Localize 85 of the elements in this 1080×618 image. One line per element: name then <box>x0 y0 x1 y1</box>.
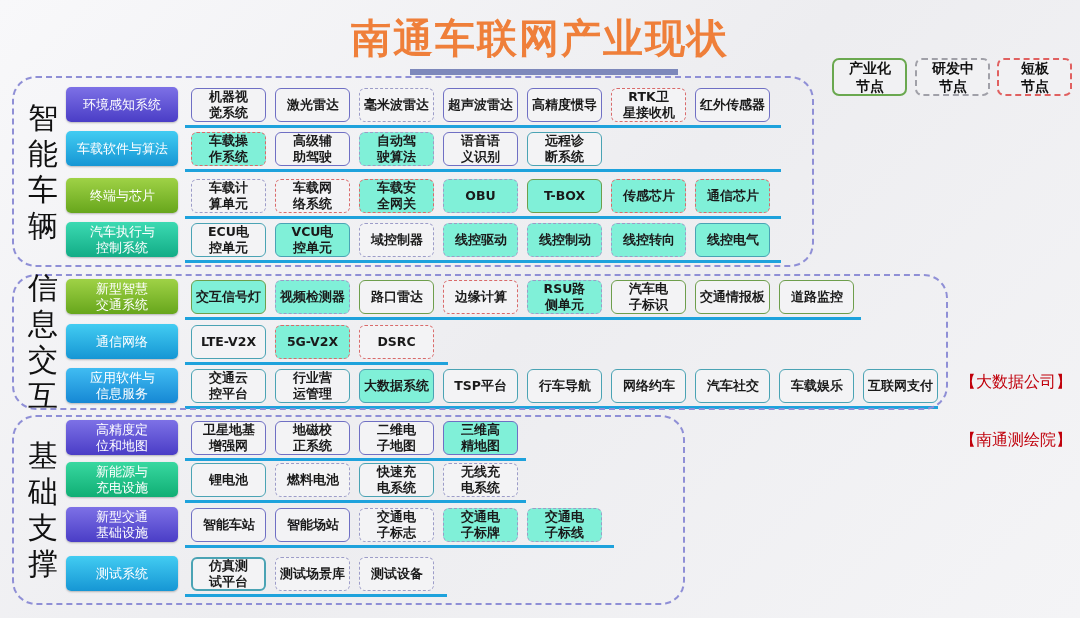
tech-node-box: 互联网支付 <box>863 369 938 403</box>
tech-node-box: TSP平台 <box>443 369 518 403</box>
tech-node-box: 交通情报板 <box>695 280 770 314</box>
tech-node-box: 无线充电系统 <box>443 463 518 497</box>
tech-node-box: 二维电子地图 <box>359 421 434 455</box>
tech-node-box: 5G-V2X <box>275 325 350 359</box>
tech-node-box: 线控转向 <box>611 223 686 257</box>
dashed-group-frame <box>12 415 685 605</box>
tech-node-box: 汽车社交 <box>695 369 770 403</box>
tech-node-box: 超声波雷达 <box>443 88 518 122</box>
group-heading: 信息交互 <box>28 270 58 414</box>
tech-node-box: 远程诊断系统 <box>527 132 602 166</box>
tech-node-box: 交互信号灯 <box>191 280 266 314</box>
tech-node-box: 传感芯片 <box>611 179 686 213</box>
tech-node-box: 卫星地基增强网 <box>191 421 266 455</box>
tech-node-box: 机器视觉系统 <box>191 88 266 122</box>
tech-node-box: 快速充电系统 <box>359 463 434 497</box>
tech-node-box: 燃料电池 <box>275 463 350 497</box>
tech-node-box: 行车导航 <box>527 369 602 403</box>
tech-node-box: 行业营运管理 <box>275 369 350 403</box>
tech-node-box: 测试场景库 <box>275 557 350 591</box>
category-bar: 通信网络 <box>66 324 178 359</box>
tech-node-box: 车载网络系统 <box>275 179 350 213</box>
tech-node-box: 道路监控 <box>779 280 854 314</box>
tech-node-box: 激光雷达 <box>275 88 350 122</box>
tech-node-box: RSU路侧单元 <box>527 280 602 314</box>
tech-node-box: 交通电子标线 <box>527 508 602 542</box>
tech-node-box: 测试设备 <box>359 557 434 591</box>
tech-node-box: 锂电池 <box>191 463 266 497</box>
tech-node-box: 交通电子标牌 <box>443 508 518 542</box>
tech-node-box: 汽车电子标识 <box>611 280 686 314</box>
tech-node-box: 三维高精地图 <box>443 421 518 455</box>
category-bar: 终端与芯片 <box>66 178 178 213</box>
category-bar: 新型交通基础设施 <box>66 507 178 542</box>
category-bar: 测试系统 <box>66 556 178 591</box>
group-heading: 智能车辆 <box>28 99 58 244</box>
legend-key-box: 研发中节点 <box>915 58 990 96</box>
tech-node-box: RTK卫星接收机 <box>611 88 686 122</box>
category-bar: 高精度定位和地图 <box>66 420 178 455</box>
dashed-group-frame <box>12 274 948 410</box>
legend-key-box: 短板节点 <box>997 58 1072 96</box>
category-bar: 车载软件与算法 <box>66 131 178 166</box>
tech-node-box: 自动驾驶算法 <box>359 132 434 166</box>
tech-node-box: 边缘计算 <box>443 280 518 314</box>
category-bar: 汽车执行与控制系统 <box>66 222 178 257</box>
tech-node-box: 地磁校正系统 <box>275 421 350 455</box>
tech-node-box: 视频检测器 <box>275 280 350 314</box>
tech-node-box: 车载娱乐 <box>779 369 854 403</box>
tech-node-box: 毫米波雷达 <box>359 88 434 122</box>
category-bar: 新型智慧交通系统 <box>66 279 178 314</box>
category-bar: 应用软件与信息服务 <box>66 368 178 403</box>
tech-node-box: 交通云控平台 <box>191 369 266 403</box>
tech-node-box: DSRC <box>359 325 434 359</box>
tech-node-box: 域控制器 <box>359 223 434 257</box>
tech-node-box: T-BOX <box>527 179 602 213</box>
tech-node-box: 通信芯片 <box>695 179 770 213</box>
page-title: 南通车联网产业现状 <box>351 16 729 60</box>
tech-node-box: 车载操作系统 <box>191 132 266 166</box>
tech-node-box: 线控驱动 <box>443 223 518 257</box>
tech-node-box: ECU电控单元 <box>191 223 266 257</box>
tech-node-box: 高级辅助驾驶 <box>275 132 350 166</box>
tech-node-box: 红外传感器 <box>695 88 770 122</box>
dashed-group-frame <box>12 76 814 267</box>
side-note: 【大数据公司】 <box>960 372 1072 392</box>
tech-node-box: 仿真测试平台 <box>191 557 266 591</box>
tech-node-box: VCU电控单元 <box>275 223 350 257</box>
tech-node-box: 线控电气 <box>695 223 770 257</box>
group-heading: 基础支撑 <box>28 438 58 582</box>
legend-key-box: 产业化节点 <box>832 58 907 96</box>
tech-node-box: 车载计算单元 <box>191 179 266 213</box>
tech-node-box: 语音语义识别 <box>443 132 518 166</box>
tech-node-box: 大数据系统 <box>359 369 434 403</box>
tech-node-box: 线控制动 <box>527 223 602 257</box>
tech-node-box: 交通电子标志 <box>359 508 434 542</box>
tech-node-box: LTE-V2X <box>191 325 266 359</box>
side-note: 【南通测绘院】 <box>960 430 1072 450</box>
category-bar: 新能源与充电设施 <box>66 462 178 497</box>
tech-node-box: 智能场站 <box>275 508 350 542</box>
tech-node-box: 高精度惯导 <box>527 88 602 122</box>
tech-node-box: 智能车站 <box>191 508 266 542</box>
category-bar: 环境感知系统 <box>66 87 178 122</box>
tech-node-box: 车载安全网关 <box>359 179 434 213</box>
tech-node-box: OBU <box>443 179 518 213</box>
tech-node-box: 路口雷达 <box>359 280 434 314</box>
tech-node-box: 网络约车 <box>611 369 686 403</box>
